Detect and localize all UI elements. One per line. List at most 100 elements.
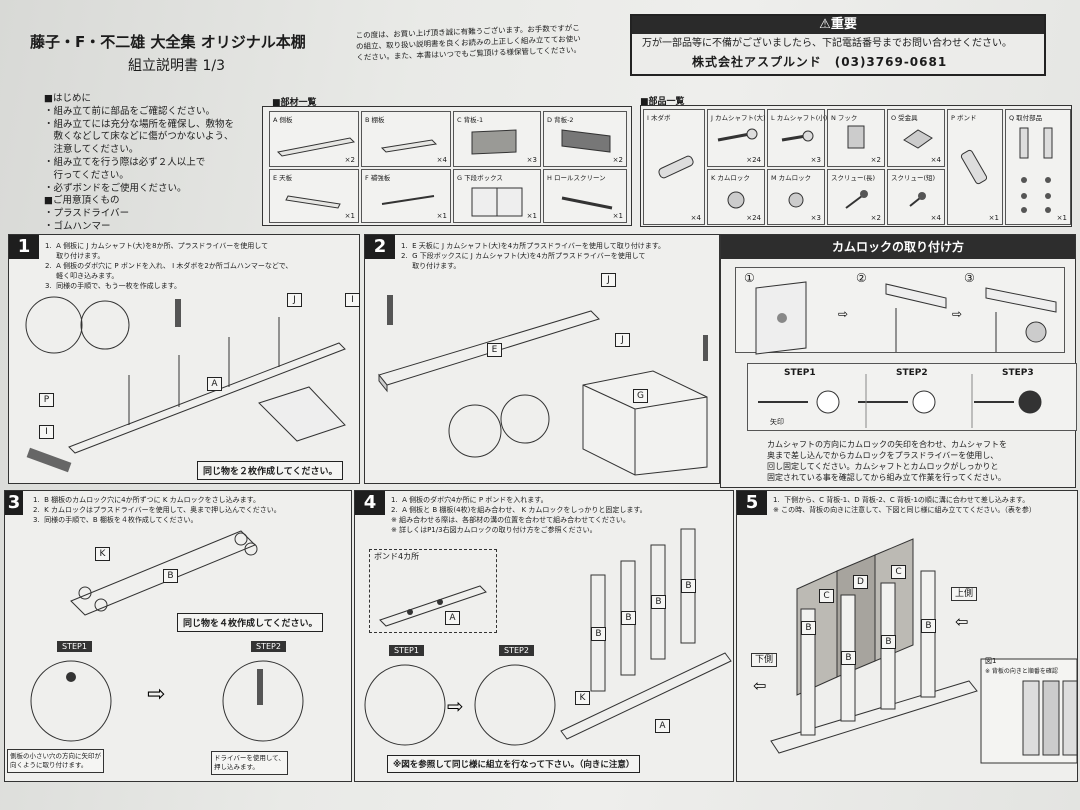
svg-text:⇦: ⇦	[955, 612, 968, 631]
step-3-step1-label: STEP1	[57, 641, 92, 652]
step-3-caption: 同じ物を４枚作成してください。	[177, 613, 324, 632]
bond-detail-box: ボンド4カ所	[369, 549, 497, 633]
document-subtitle: 組立説明書 1/3	[128, 58, 225, 74]
part-a: A 側板×2	[269, 111, 359, 167]
label-b-3: B	[651, 595, 666, 609]
hardware-list-panel: I 木ダボ×4 J カムシャフト(大)×24 L カムシャフト(小)×3 N フ…	[640, 105, 1072, 227]
label-k: K	[575, 691, 590, 705]
hardware-j: J カムシャフト(大)×24	[707, 109, 766, 167]
step-4-panel: 4 1. A 側板のダボ穴4か所に P ボンドを入れます。 2. A 側板と B…	[354, 490, 734, 782]
cam-circle-1: ①	[744, 271, 755, 285]
camlock-diagram: ① ② ③ ⇨ ⇨	[735, 267, 1065, 355]
label-c: C	[819, 589, 834, 603]
step-3-text: 1. B 棚板のカムロック穴に4か所ずつに K カムロックをさし込みます。 2.…	[33, 496, 281, 524]
label-d: D	[853, 575, 868, 589]
step-4-number: 4	[355, 491, 385, 515]
label-b-3: B	[881, 635, 896, 649]
label-i-2: I	[39, 425, 54, 439]
part-d: D 背板-2×2	[543, 111, 627, 167]
company-phone: 株式会社アスプルンド (03)3769-0681	[692, 55, 948, 69]
step-3-note-2: ドライバーを使用して、 押し込みます。	[211, 751, 288, 775]
step-4-step2-label: STEP2	[499, 645, 534, 656]
label-k: K	[95, 547, 110, 561]
cam-circle-2: ②	[856, 271, 867, 285]
step-4-text: 1. A 側板のダボ穴4か所に P ボンドを入れます。 2. A 側板と B 棚…	[391, 496, 647, 534]
part-f: F 補強板×1	[361, 169, 451, 223]
label-g: G	[633, 389, 648, 403]
label-p: P	[39, 393, 54, 407]
step-5-number: 5	[737, 491, 767, 515]
hardware-n: N フック×2	[827, 109, 885, 167]
hardware-p: P ボンド×1	[947, 109, 1003, 225]
introduction-text: ■はじめに ・組み立て前に部品をご確認ください。 ・組み立てには充分な場所を確保…	[44, 93, 235, 232]
step-1-number: 1	[9, 235, 39, 259]
svg-text:⇨: ⇨	[447, 694, 464, 718]
hardware-i: I 木ダボ×4	[643, 109, 705, 225]
label-b-4: B	[681, 579, 696, 593]
step-1-illustration	[25, 296, 346, 473]
camlock-steps: STEP1 STEP2 STEP3 矢印	[747, 363, 1077, 431]
hardware-k: K カムロック×24	[707, 169, 765, 225]
step-1-caption: 同じ物を２枚作成してください。	[197, 461, 344, 480]
hardware-l: L カムシャフト(小)×3	[767, 109, 827, 167]
step-2-number: 2	[365, 235, 395, 259]
svg-text:⇨: ⇨	[838, 307, 848, 321]
hardware-o: O 受金具×4	[887, 109, 945, 167]
important-text: 万が一部品等に不備がございましたら、下記電話番号までお問い合わせください。	[642, 38, 1012, 49]
camlock-instructions: カムシャフトの方向にカムロックの矢印を合わせ、カムシャフトを 奥まで差し込んでか…	[767, 440, 1007, 482]
parts-list-title: ■部材一覧	[272, 98, 317, 108]
step-1-panel: 1 1. A 側板に J カムシャフト(大)を8か所、プラスドライバーを使用して…	[8, 234, 360, 484]
label-i: I	[345, 293, 360, 307]
svg-text:⇦: ⇦	[753, 676, 766, 695]
label-j: J	[287, 293, 302, 307]
cam-circle-3: ③	[964, 271, 975, 285]
label-b: B	[801, 621, 816, 635]
step-5-text: 1. 下側から、C 背板-1、D 背板-2、C 背板-1の順に溝に合わせて差し込…	[773, 496, 1036, 514]
label-a-2: A	[655, 719, 670, 733]
part-b: B 棚板×4	[361, 111, 451, 167]
label-b-2: B	[621, 611, 636, 625]
step-3-number: 3	[5, 491, 23, 515]
hardware-screw-short: スクリュー(短)×4	[887, 169, 945, 225]
cam-step-3: STEP3	[1002, 368, 1034, 378]
part-c: C 背板-1×3	[453, 111, 541, 167]
step-2-panel: 2 1. E 天板に J カムシャフト(大)を4カ所プラスドライバーを使用して取…	[364, 234, 720, 484]
hardware-screw-long: スクリュー(長)×2	[827, 169, 885, 225]
label-j-2: J	[615, 333, 630, 347]
label-b: B	[163, 569, 178, 583]
label-e: E	[487, 343, 502, 357]
step-3-illustration: ⇨	[30, 530, 304, 742]
step-1-text: 1. A 側板に J カムシャフト(大)を8か所、プラスドライバーを使用して 取…	[45, 242, 293, 290]
greeting-notice: この度は、お買い上げ頂き誠に有難うございます。お手数ですがこの組立、取り扱い説明…	[355, 23, 582, 63]
bond-label: ボンド4カ所	[374, 552, 420, 561]
part-h: H ロールスクリーン×1	[543, 169, 627, 223]
down-side-label: 下側	[751, 653, 778, 668]
document-title: 藤子・F・不二雄 大全集 オリジナル本棚	[30, 33, 306, 51]
label-b-4: B	[921, 619, 936, 633]
hardware-q: Q 取付部品×1	[1005, 109, 1071, 225]
part-g: G 下段ボックス×1	[453, 169, 541, 223]
step-4-step1-label: STEP1	[389, 645, 424, 656]
hardware-m: M カムロック×3	[767, 169, 825, 225]
step-5-panel: 5 1. 下側から、C 背板-1、D 背板-2、C 背板-1の順に溝に合わせて差…	[736, 490, 1078, 782]
svg-text:⇨: ⇨	[952, 307, 962, 321]
label-b: B	[591, 627, 606, 641]
step-2-text: 1. E 天板に J カムシャフト(大)を4カ所プラスドライバーを使用して取り付…	[401, 242, 666, 270]
step-2-illustration	[378, 295, 708, 476]
cam-step-1: STEP1	[784, 368, 816, 378]
part-e: E 天板×1	[269, 169, 359, 223]
label-a: A	[445, 611, 460, 625]
step-4-caption: ※図を参照して同じ様に組立を行なって下さい。（向きに注意）	[387, 755, 641, 773]
label-c-2: C	[891, 565, 906, 579]
step-3-step2-label: STEP2	[251, 641, 286, 652]
figure-1-label: 図1	[985, 657, 997, 665]
label-b-2: B	[841, 651, 856, 665]
label-a: A	[207, 377, 222, 391]
svg-text:⇨: ⇨	[147, 682, 165, 707]
cam-step-2: STEP2	[896, 368, 928, 378]
hardware-list-title: ■部品一覧	[640, 97, 685, 107]
step-5-illustration: ⇦ ⇦	[753, 538, 1078, 764]
important-notice-box: ⚠重要 万が一部品等に不備がございましたら、下記電話番号までお問い合わせください…	[630, 14, 1046, 76]
figure-1-note: ※ 背板の向きと順番を確認	[985, 668, 1058, 675]
